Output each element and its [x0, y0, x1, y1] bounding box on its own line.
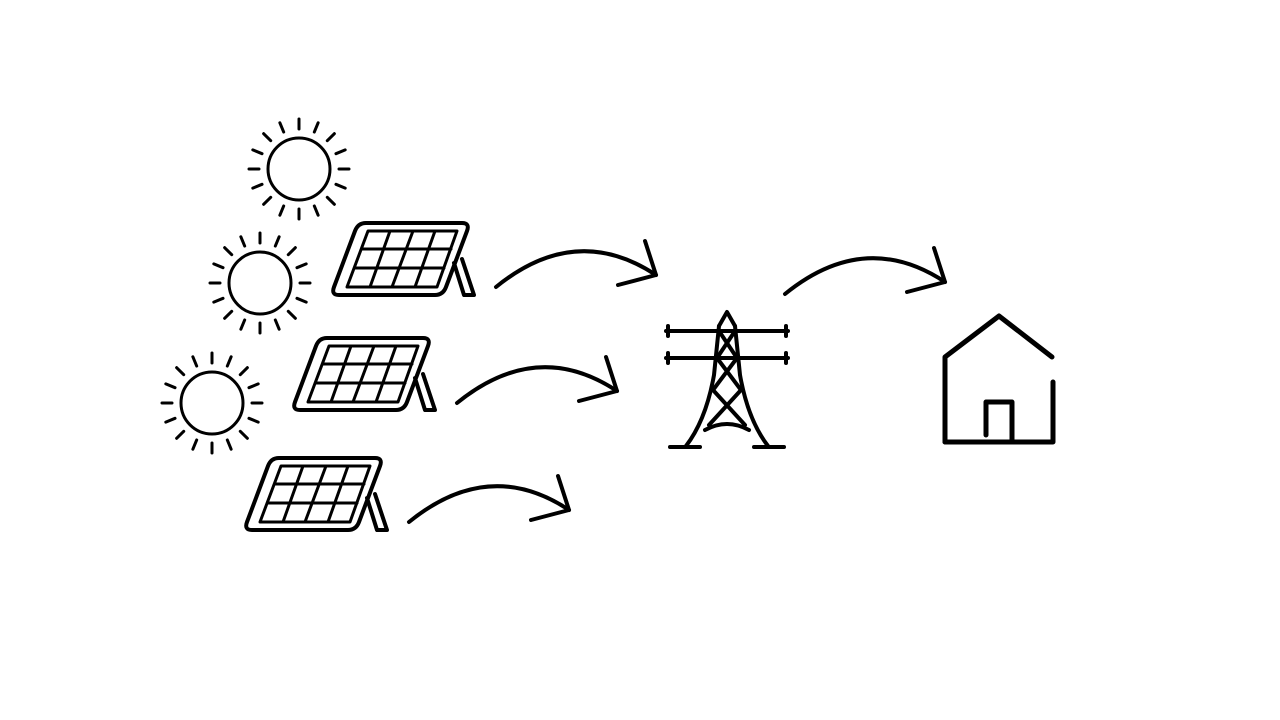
curved-arrow-icon	[494, 239, 658, 289]
solar-panel-icon	[331, 221, 476, 297]
solar-panel-icon	[292, 336, 437, 412]
curved-arrow-icon	[407, 474, 571, 524]
transmission-tower-icon	[664, 310, 790, 449]
curved-arrow-icon	[783, 246, 947, 296]
sun-icon	[160, 351, 264, 455]
house-icon	[942, 313, 1056, 445]
curved-arrow-icon	[455, 355, 619, 405]
sun-icon	[208, 231, 312, 335]
solar-panel-icon	[244, 456, 389, 532]
sun-icon	[247, 117, 351, 221]
